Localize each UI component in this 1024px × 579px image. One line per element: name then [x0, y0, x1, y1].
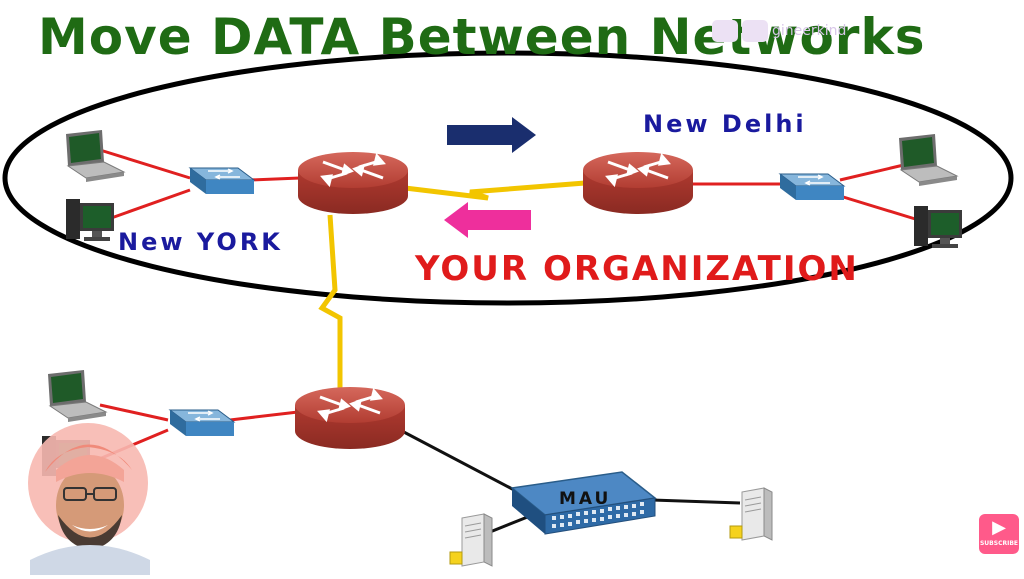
label-new-york: New YORK — [118, 228, 283, 256]
channel-watermark: gineerkind — [712, 20, 846, 42]
router-new-delhi — [581, 150, 695, 216]
subscribe-button[interactable]: ▶ SUBSCRIBE — [979, 514, 1019, 554]
switch-new-delhi — [779, 173, 845, 201]
page-title: Move DATA Between Networks — [38, 8, 926, 66]
switch-branch — [169, 409, 235, 437]
server-icon — [729, 487, 773, 541]
label-mau: MAU — [559, 489, 612, 509]
watermark-text: gineerkind — [772, 23, 847, 39]
router-branch — [293, 385, 407, 451]
switch-new-york — [189, 167, 255, 195]
router-new-york — [296, 150, 410, 216]
label-your-organization: YOUR ORGANIZATION — [415, 249, 859, 289]
watermark-logo-icon — [712, 20, 738, 42]
laptop-icon — [47, 369, 107, 423]
arrow-right-icon — [447, 117, 536, 153]
laptop-icon — [898, 133, 958, 187]
server-icon — [449, 513, 493, 567]
mau-hub — [510, 471, 657, 535]
subscribe-label: SUBSCRIBE — [979, 540, 1018, 547]
label-new-delhi: New Delhi — [643, 110, 807, 138]
avatar — [28, 423, 150, 575]
arrow-left-icon — [444, 202, 531, 238]
desktop-icon — [66, 199, 114, 241]
wan-link-nydown — [318, 214, 343, 390]
watermark-logo-icon — [742, 20, 768, 42]
organization-boundary — [2, 50, 1014, 306]
play-icon: ▶ — [992, 517, 1006, 538]
wan-link-nydelhi — [404, 180, 586, 201]
